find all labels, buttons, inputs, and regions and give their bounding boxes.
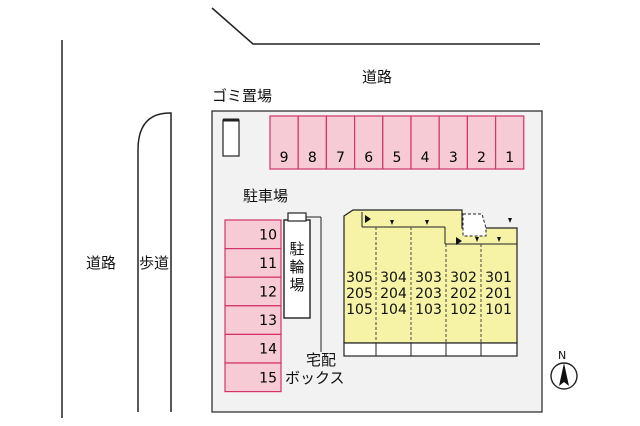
door-marker [390, 220, 394, 225]
road-label-left: 道路 [86, 254, 117, 272]
entrance-marker [456, 237, 462, 245]
parking-number: 11 [259, 256, 277, 272]
parking-number: 14 [259, 342, 277, 358]
parking-space [297, 115, 328, 170]
balcony [343, 342, 518, 357]
sidewalk-label: 歩道 [139, 254, 170, 272]
unit-number: 203 [415, 286, 442, 302]
unit-number: 205 [346, 286, 373, 302]
delivery-box [287, 212, 307, 222]
parking-number: 5 [392, 150, 401, 166]
parking-number: 10 [259, 227, 277, 243]
unit-number: 302 [450, 270, 477, 286]
door-marker [497, 237, 501, 242]
unit-number: 101 [485, 302, 512, 318]
parking-space [224, 305, 282, 335]
parking-column-left: 10 11 12 13 14 15 [224, 219, 282, 393]
parking-space [410, 115, 440, 170]
parking-number: 4 [421, 150, 430, 166]
entrance-marker [365, 215, 371, 223]
parking-number: 8 [308, 150, 317, 166]
parking-space [224, 276, 282, 307]
unit-number: 105 [346, 302, 373, 318]
north-arrow [550, 362, 578, 390]
unit-number: 305 [346, 270, 373, 286]
road-label-top: 道路 [362, 68, 393, 86]
parking-space [224, 333, 282, 364]
unit-row-floor1: 105 104 103 102 101 [343, 302, 518, 318]
unit-number: 304 [380, 270, 407, 286]
delivery-box-label-2: ボックス [285, 369, 345, 387]
parking-number: 1 [505, 150, 514, 166]
parking-number: 13 [259, 313, 277, 329]
bicycle-parking [283, 219, 311, 319]
unit-number: 301 [485, 270, 512, 286]
door-marker [425, 220, 429, 225]
unit-number: 104 [380, 302, 407, 318]
garbage-box [222, 119, 240, 157]
parking-space [224, 248, 282, 278]
bicycle-parking-label: 駐輪場 [289, 240, 305, 294]
north-label: N [558, 349, 567, 362]
parking-space [269, 115, 299, 170]
parking-number: 7 [336, 150, 345, 166]
unit-number: 204 [380, 286, 407, 302]
unit-row-floor2: 205 204 203 202 201 [343, 286, 518, 302]
apartment-building [343, 209, 518, 357]
delivery-box-label-1: 宅配 [306, 351, 337, 369]
door-marker [508, 218, 512, 223]
parking-number: 3 [449, 150, 458, 166]
parking-space [495, 115, 525, 170]
unit-number: 103 [415, 302, 442, 318]
unit-number: 202 [450, 286, 477, 302]
north-arrow-pointer [559, 363, 569, 386]
unit-number: 303 [415, 270, 442, 286]
road-edge-top [211, 7, 540, 45]
stair-area [462, 213, 487, 237]
parking-number: 15 [259, 370, 277, 386]
garbage-label: ゴミ置場 [212, 87, 273, 105]
door-marker [475, 237, 479, 242]
parking-number: 12 [259, 285, 277, 301]
parking-label: 駐車場 [243, 187, 289, 205]
unit-row-floor3: 305 304 303 302 301 [343, 270, 518, 286]
parking-number: 6 [364, 150, 373, 166]
parking-number: 2 [477, 150, 486, 166]
unit-number: 201 [485, 286, 512, 302]
parking-space [224, 362, 282, 393]
parking-row-top: 9 8 7 6 5 4 3 2 1 [269, 115, 525, 170]
parking-number: 9 [280, 150, 289, 166]
unit-number: 102 [450, 302, 477, 318]
parking-space [325, 115, 356, 170]
sidewalk-curb [137, 112, 172, 412]
